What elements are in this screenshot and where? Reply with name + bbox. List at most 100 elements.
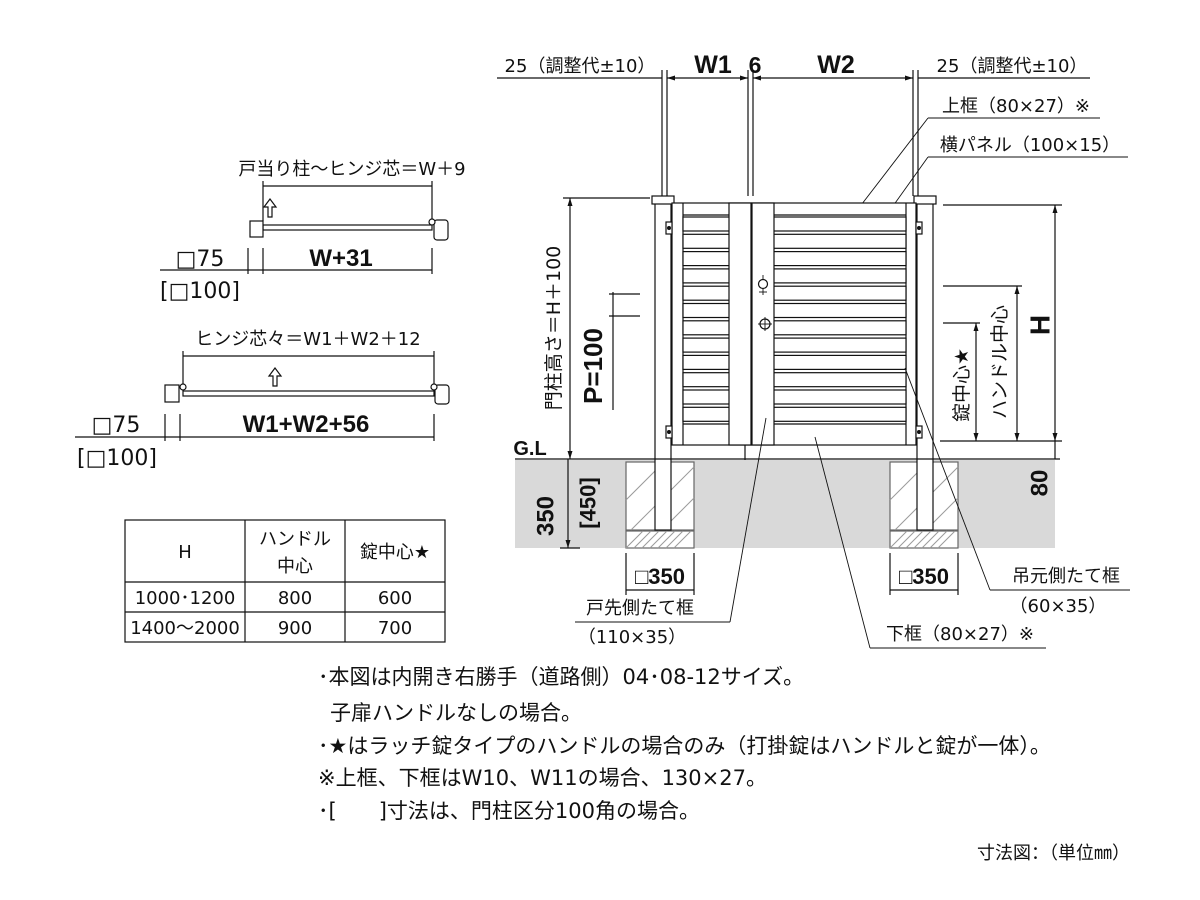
left-foundation-size-label: □350 [635,564,685,589]
table-header-h: H [178,542,192,563]
foundation-base-hatch [889,530,908,549]
horizontal-slat [682,372,907,388]
arrowhead [905,75,913,81]
pitch-label: P=100 [578,328,608,404]
foundation-base-hatch [649,530,668,549]
note-line: 子扉ハンドルなしの場合。 [330,701,582,725]
table-cell: 1000･1200 [135,588,236,609]
adjust-left-label: 25（調整代±10） [505,56,656,77]
table-cell: 1400～2000 [130,618,240,639]
arrowhead [567,198,573,206]
w2-label: W2 [817,51,855,79]
double-gate-plan-diagram: ヒンジ芯々＝W1＋W2＋12 □75 W1+W2+56 [□100] [75,329,450,471]
left-foundation-base [625,530,695,549]
table-header-handle-line2: 中心 [277,556,313,577]
foundation-base-hatch [657,530,676,549]
latch-stile-label: 戸先側たて框 [586,598,694,619]
hinge-offset-label: 戸当り柱～ヒンジ芯＝W＋9 [238,159,465,180]
arrowhead [973,323,979,331]
horizontal-slat [682,268,907,284]
horizontal-slat [682,251,907,267]
ground-section [515,460,1055,548]
left-latch-stile [728,202,752,446]
opening-direction-arrow-icon [267,367,283,387]
note-line: ※上框、下框はW10、W11の場合、130×27。 [318,766,767,790]
foundation-base-hatch [921,530,940,549]
arrowhead [565,540,571,548]
hinge-span-label: ヒンジ芯々＝W1＋W2＋12 [195,329,420,350]
note-line: ･[ ]寸法は、門柱区分100角の場合。 [318,799,700,823]
arrowhead [567,451,573,459]
left-hinge-post-plan [164,384,180,403]
leader-line [814,436,871,649]
left-gate-post [654,199,672,531]
table-header-handle-line1: ハンドル [259,529,331,550]
arrowhead [753,75,761,81]
table-header-lock: 錠中心★ [360,542,430,563]
horizontal-slat [682,216,907,232]
post-size-alt-label: [□100] [77,446,157,471]
clearance-label: 80 [1027,470,1054,497]
foundation-base-hatch [665,530,684,549]
gate-elevation-diagram: 25（調整代±10） W1 6 W2 25（調整代±10） 上框（80×27）※… [497,51,1130,649]
notes: ･本図は内開き右勝手（道路側）04･08-12サイズ。 子扉ハンドルなしの場合。… [318,665,1130,864]
leader-line [729,417,767,623]
horizontal-slat [682,302,907,319]
w1-label: W1 [694,51,732,79]
table-border [124,519,446,643]
note-line: ･★はラッチ錠タイプのハンドルの場合のみ（打掛錠はハンドルと錠が一体）。 [318,734,1051,758]
leader-line [854,117,929,214]
foundation-base-hatch [673,530,692,549]
foundation-base-hatch [929,530,948,549]
right-foundation-size-label: □350 [899,564,949,589]
horizontal-slat [682,389,907,405]
gap-label: 6 [749,52,762,78]
foundation-base-hatch [633,530,652,549]
adjust-right-label: 25（調整代±10） [937,56,1088,77]
arrowhead [1014,433,1020,441]
stopper-post-plan [249,220,264,238]
post-height-label: 門柱高さ＝H＋100 [543,246,565,411]
leader-line [904,367,991,591]
panel-label: 横パネル（100×15） [940,135,1120,156]
right-gate-post [916,199,934,531]
hinge-pin-icon [667,226,671,230]
lock-center-label: 錠中心★ [951,348,973,422]
foundation-base-hatch [897,530,916,549]
unit-caption: 寸法図：（単位㎜） [977,843,1130,864]
foundation-base-hatch [625,530,644,549]
foundation-base-hatch [905,530,924,549]
hinge-pin-icon [917,226,921,230]
depth-label: 350 [533,496,560,536]
post-size-label: □75 [176,247,225,272]
latch-stile-size-label: （110×35） [578,627,686,648]
handle-icon [757,278,769,290]
horizontal-slat [682,233,907,249]
bottom-rail-label: 下框（80×27）※ [886,624,1034,645]
top-rail-label: 上框（80×27）※ [942,96,1090,117]
note-line: ･本図は内開き右勝手（道路側）04･08-12サイズ。 [318,665,804,689]
hinge-icon [428,218,436,226]
overall-width-label: W1+W2+56 [243,411,370,438]
size-table: H ハンドル 中心 錠中心★ 1000･1200 800 600 1400～20… [124,519,446,643]
table-cell: 600 [378,588,412,609]
depth-alt-label: [450] [576,477,601,528]
hinge-stile-size-label: （60×35） [1010,596,1107,617]
gate-leaf-plan [262,224,433,231]
overall-width-label: W+31 [309,245,372,272]
arrowhead [1052,433,1058,441]
handle-center-label: ハンドル中心 [989,305,1011,419]
hinge-icon [179,383,187,391]
gate-leaf-plan [182,390,435,397]
post-size-alt-label: [□100] [160,279,240,304]
horizontal-slat [682,320,907,336]
height-label: H [1025,315,1056,335]
arrowhead [1052,205,1058,213]
hinge-post-plan [433,219,449,241]
table-cell: 800 [278,588,312,609]
arrowhead [667,75,675,81]
right-hinge-post-plan [434,384,450,405]
hinge-stile-label: 吊元側たて框 [1012,566,1120,587]
right-post-cap [913,195,937,205]
